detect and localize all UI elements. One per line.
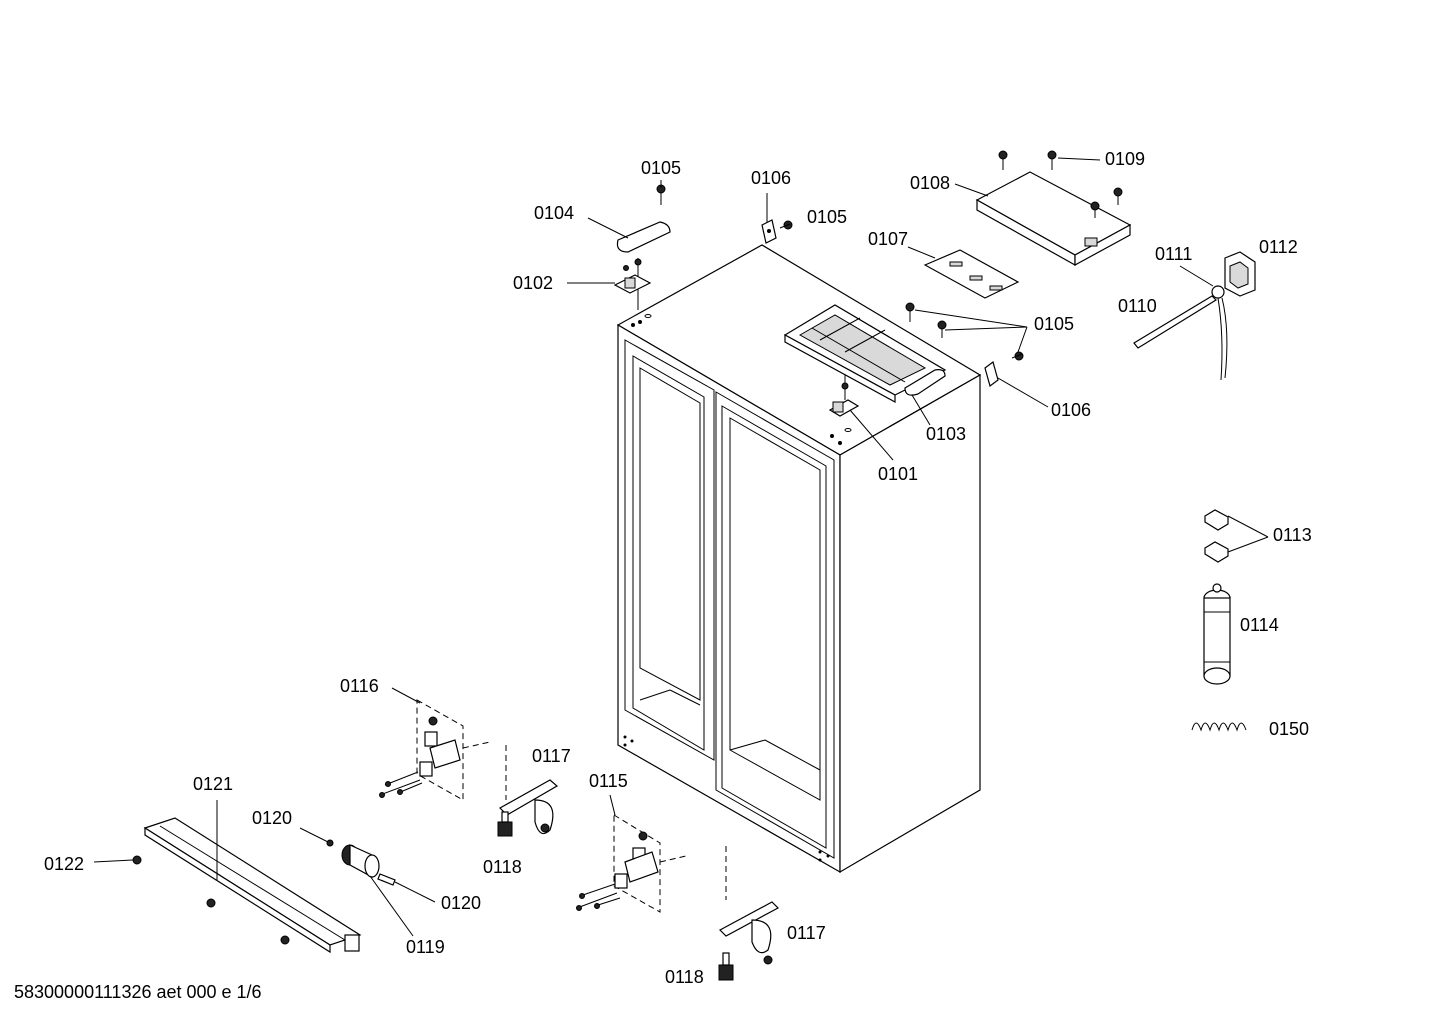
part-0113-clips [1204,509,1229,563]
part-0105-screw-a [656,184,666,205]
label-0106-a: 0106 [751,168,791,188]
label-0108: 0108 [910,173,950,193]
part-0114-filter [1203,583,1231,685]
part-0111-sensor [1211,285,1228,381]
label-0107: 0107 [868,229,908,249]
part-labels: 0105 0104 0106 0105 0102 0107 0108 0109 … [44,149,1312,987]
part-0115-hinge-assembly [576,814,687,913]
label-0114: 0114 [1240,615,1279,635]
part-0108-box [975,171,1132,267]
part-0120-pin-b [377,873,396,886]
part-0105-screws-b [905,302,1024,361]
part-0112-bracket [1224,251,1256,297]
label-0118-a: 0118 [483,857,522,877]
label-0120-b: 0120 [441,893,481,913]
part-0116-hinge-assembly [379,699,491,801]
label-0119: 0119 [406,937,445,957]
control-panel-housing [783,304,947,404]
part-0121-screws [206,898,290,945]
part-0101-hinge [828,375,860,417]
part-0103-cover [904,369,946,396]
document-footer-id: 58300000111326 aet 000 e 1/6 [14,982,262,1002]
part-0119-roller [341,844,380,879]
label-0115: 0115 [589,771,628,791]
label-0121: 0121 [193,774,233,794]
label-0105-c: 0105 [1034,314,1074,334]
label-0101: 0101 [878,464,918,484]
label-0112: 0112 [1259,237,1298,257]
part-0109-screws [998,150,1123,218]
label-0120-a: 0120 [252,808,292,828]
part-0117-wheel-bracket-b [719,846,779,965]
part-0122-screw [132,855,142,865]
label-0102: 0102 [513,273,553,293]
label-0106-b: 0106 [1051,400,1091,420]
label-0104: 0104 [534,203,574,223]
label-0105-b: 0105 [807,207,847,227]
cabinet-body [616,244,982,874]
part-0120-pin-a [326,839,334,847]
label-0116: 0116 [340,676,379,696]
label-0118-b: 0118 [665,967,704,987]
part-0121-base-rail [143,817,362,954]
part-0107-plate [923,249,1020,299]
leader-lines [93,157,1269,937]
part-0106-bracket-b [984,360,999,388]
part-0106-bracket-a [761,219,793,244]
part-0110-rod [1133,295,1217,349]
label-0103: 0103 [926,424,966,444]
label-0122: 0122 [44,854,84,874]
label-0110: 0110 [1118,296,1157,316]
part-0118-foot-b [718,952,734,981]
label-0111: 0111 [1155,244,1192,264]
part-0104-cover [616,221,671,253]
part-0118-foot-a [497,811,513,837]
part-0150-spring [1191,722,1247,732]
label-0117-a: 0117 [532,746,571,766]
label-0150: 0150 [1269,719,1309,739]
label-0113: 0113 [1273,525,1312,545]
part-0102-hinge [613,258,652,310]
label-0105-a: 0105 [641,158,681,178]
label-0109: 0109 [1105,149,1145,169]
label-0117-b: 0117 [787,923,826,943]
